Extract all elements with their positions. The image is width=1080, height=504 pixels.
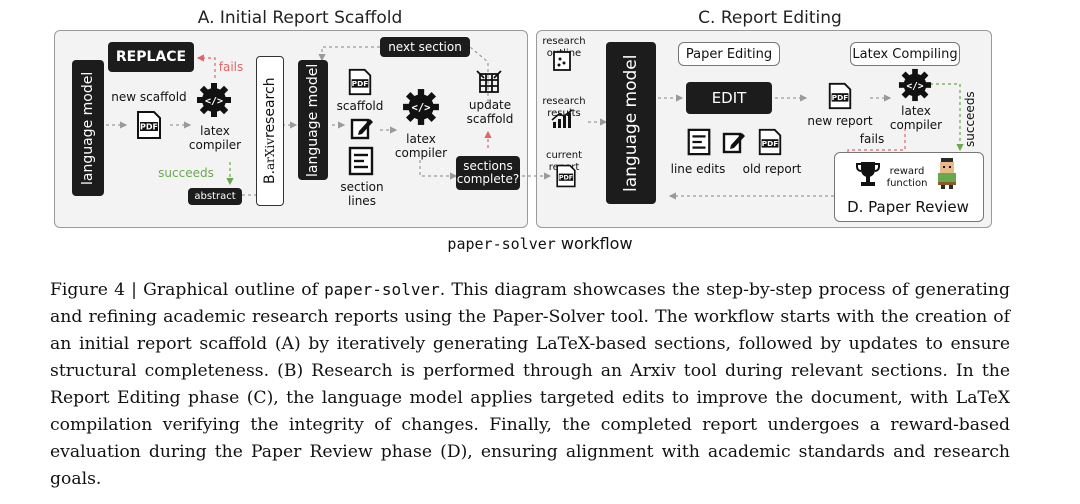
edit-pen-icon bbox=[722, 130, 746, 158]
fails-c-label: fails bbox=[859, 132, 885, 146]
latex-compiling-box: Latex Compiling bbox=[850, 42, 960, 66]
reviewer-avatar-icon bbox=[934, 156, 960, 194]
reward-function-label: reward function bbox=[886, 166, 928, 189]
pdf-icon: PDF bbox=[134, 110, 164, 144]
new-report-pdf-icon: PDF bbox=[826, 82, 854, 114]
svg-text:PDF: PDF bbox=[352, 79, 369, 88]
a2-language-model-block: language model bbox=[298, 60, 328, 180]
edit-block: EDIT bbox=[686, 82, 772, 114]
line-edits-icon bbox=[686, 128, 712, 160]
new-report-label: new report bbox=[807, 114, 873, 128]
svg-text:PDF: PDF bbox=[832, 93, 849, 102]
research-results-label: research results bbox=[542, 96, 586, 119]
svg-text:PDF: PDF bbox=[559, 174, 573, 182]
scaffold-label: scaffold bbox=[336, 99, 384, 113]
svg-text:</>: </> bbox=[906, 81, 923, 92]
abstract-block: abstract bbox=[188, 188, 242, 205]
succeeds-label: succeeds bbox=[158, 166, 214, 180]
succeeds-c-label: succeeds bbox=[963, 91, 977, 147]
arxiv-research-box: B. arXiv research bbox=[256, 56, 284, 206]
section-c-title: C. Report Editing bbox=[698, 8, 842, 28]
section-lines-icon bbox=[348, 146, 374, 180]
research-results-icon bbox=[550, 108, 574, 134]
research-outline-icon bbox=[552, 50, 572, 76]
replace-block: REPLACE bbox=[108, 42, 194, 72]
svg-text:</>: </> bbox=[411, 102, 430, 114]
paper-editing-box: Paper Editing bbox=[678, 42, 780, 66]
arxiv-logo: arXiv bbox=[263, 138, 277, 171]
figure-caption: Figure 4 | Graphical outline of paper-so… bbox=[50, 280, 1010, 489]
svg-text:PDF: PDF bbox=[140, 123, 158, 132]
next-section-block: next section bbox=[380, 37, 470, 57]
old-report-label: old report bbox=[742, 162, 802, 176]
section-a-title: A. Initial Report Scaffold bbox=[197, 8, 403, 28]
update-scaffold-label: update scaffold bbox=[466, 98, 514, 126]
edit-icon bbox=[350, 116, 374, 144]
line-edits-label: line edits bbox=[670, 162, 726, 176]
scaffold-pdf-icon: PDF bbox=[346, 68, 374, 100]
latex-compiler-label: latex compiler bbox=[188, 124, 242, 152]
section-lines-label: section lines bbox=[340, 180, 384, 208]
old-report-pdf-icon: PDF bbox=[756, 128, 784, 160]
latex-compiler-2-label: latex compiler bbox=[394, 132, 448, 160]
a-language-model-block: language model bbox=[72, 60, 104, 196]
sections-complete-block: sections complete? bbox=[456, 156, 520, 190]
latex-compiler-3-icon: </> bbox=[898, 68, 932, 106]
fails-label: fails bbox=[218, 60, 244, 74]
new-scaffold-label: new scaffold bbox=[111, 90, 187, 104]
latex-compiler-icon: </> bbox=[196, 82, 232, 122]
svg-text:PDF: PDF bbox=[762, 139, 779, 148]
update-scaffold-icon bbox=[476, 70, 502, 100]
workflow-label: paper-solver workflow bbox=[447, 234, 633, 253]
svg-text:</>: </> bbox=[205, 96, 223, 107]
c-language-model-block: language model bbox=[606, 42, 656, 204]
latex-compiler-3-label: latex compiler bbox=[889, 104, 943, 132]
trophy-icon bbox=[856, 160, 880, 192]
paper-review-title: D. Paper Review bbox=[847, 198, 969, 216]
current-report-pdf-icon: PDF bbox=[554, 164, 578, 192]
latex-compiler-2-icon: </> bbox=[402, 88, 440, 130]
